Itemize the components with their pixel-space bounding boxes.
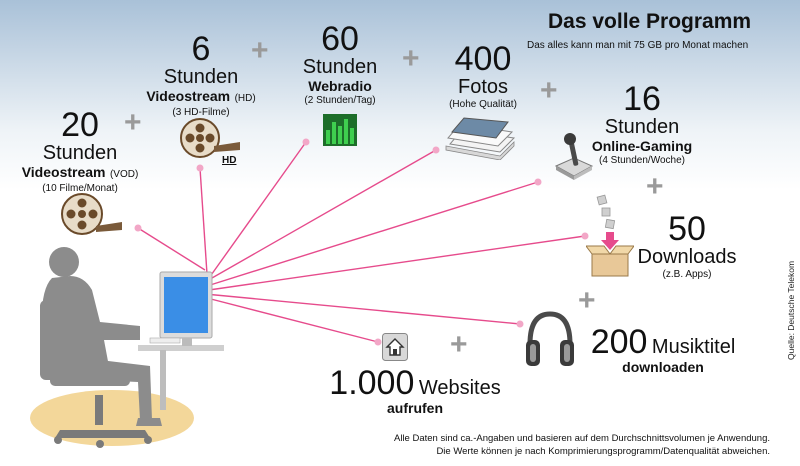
- connector-dot: [581, 232, 589, 240]
- radio-number: 60: [321, 20, 359, 58]
- hd-label: Videostream: [146, 88, 231, 104]
- hd-badge: HD: [222, 155, 236, 166]
- film-reel-icon: [61, 193, 122, 235]
- plus-sign: +: [540, 74, 558, 107]
- connector-line: [206, 181, 539, 287]
- film-reel-hd-icon: HD: [180, 118, 240, 166]
- hd-unit: Stunden: [163, 66, 239, 88]
- item-gaming: 16 Stunden Online-Gaming (4 Stunden/Woch…: [582, 82, 702, 167]
- websites-number: 1.000: [329, 364, 415, 402]
- item-music: 200 Musiktitel downloaden: [578, 325, 748, 375]
- plus-sign: +: [450, 328, 468, 361]
- connector-line: [204, 149, 437, 283]
- hd-detail: (3 HD-Filme): [172, 107, 230, 118]
- connector-dot: [432, 146, 440, 154]
- page-title: Das volle Programm: [548, 10, 752, 33]
- websites-unit: Websites: [418, 377, 501, 399]
- plus-sign: +: [402, 42, 420, 75]
- vod-number: 20: [61, 106, 99, 144]
- connector-dot: [196, 164, 204, 172]
- websites-label: aufrufen: [387, 400, 443, 416]
- home-icon: [382, 333, 408, 361]
- footnote: Alle Daten sind ca.-Angaben und basieren…: [394, 432, 770, 458]
- connector-dot: [134, 224, 142, 232]
- vod-detail: (10 Filme/Monat): [42, 183, 118, 194]
- hd-label-extra: (HD): [234, 93, 256, 104]
- connector-dot: [516, 320, 524, 328]
- connector-line: [208, 141, 307, 279]
- connector-dot: [534, 178, 542, 186]
- photo-stack-icon: [445, 117, 516, 160]
- music-number: 200: [590, 323, 648, 361]
- item-hd: 6 Stunden Videostream (HD) (3 HD-Filme): [138, 32, 264, 119]
- equalizer-icon: [323, 114, 357, 146]
- gaming-label: Online-Gaming: [591, 138, 693, 154]
- vod-label: Videostream: [21, 164, 106, 180]
- headphones-icon: [526, 311, 574, 366]
- gaming-number: 16: [623, 80, 661, 118]
- connector-dot: [302, 138, 310, 146]
- connector-line: [137, 227, 206, 271]
- radio-unit: Stunden: [302, 56, 378, 78]
- vod-unit: Stunden: [42, 142, 118, 164]
- plus-sign: +: [646, 170, 664, 203]
- page-subtitle: Das alles kann man mit 75 GB pro Monat m…: [527, 40, 749, 51]
- connector-line: [199, 167, 208, 275]
- photos-unit: Fotos: [457, 76, 509, 98]
- downloads-unit: Downloads: [637, 246, 737, 268]
- connector-line: [206, 297, 379, 343]
- item-photos: 400 Fotos (Hohe Qualität): [428, 42, 538, 111]
- music-unit: Musiktitel: [651, 336, 736, 358]
- vod-label-extra: (VOD): [109, 169, 139, 180]
- connector-dot: [374, 338, 382, 346]
- download-box-icon: [586, 194, 634, 277]
- item-websites: 1.000 Websites aufrufen: [320, 366, 510, 416]
- downloads-number: 50: [668, 210, 706, 248]
- radio-label: Webradio: [308, 78, 372, 94]
- item-radio: 60 Stunden Webradio (2 Stunden/Tag): [290, 22, 390, 107]
- joystick-icon: [554, 133, 594, 180]
- plus-sign: +: [251, 34, 269, 67]
- gaming-detail: (4 Stunden/Woche): [599, 155, 685, 166]
- gaming-unit: Stunden: [604, 116, 680, 138]
- photos-number: 400: [454, 40, 512, 78]
- photos-detail: (Hohe Qualität): [449, 99, 517, 110]
- footnote-line-2: Die Werte können je nach Komprimierungsp…: [436, 446, 770, 457]
- item-downloads: 50 Downloads (z.B. Apps): [632, 212, 742, 281]
- item-vod: 20 Stunden Videostream (VOD) (10 Filme/M…: [20, 108, 140, 195]
- music-label: downloaden: [622, 359, 704, 375]
- connector-line: [204, 293, 521, 325]
- connector-line: [208, 235, 586, 291]
- plus-sign: +: [124, 106, 142, 139]
- source-credit: Quelle: Deutsche Telekom: [786, 260, 796, 360]
- hd-number: 6: [191, 30, 211, 68]
- downloads-detail: (z.B. Apps): [662, 269, 712, 280]
- footnote-line-1: Alle Daten sind ca.-Angaben und basieren…: [393, 433, 770, 444]
- radio-detail: (2 Stunden/Tag): [304, 95, 376, 106]
- plus-sign: +: [578, 284, 596, 317]
